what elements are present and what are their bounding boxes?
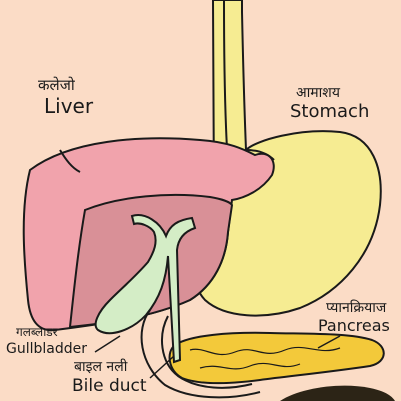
pancreas [168, 331, 385, 385]
intestine-shadow [280, 385, 395, 401]
pancreas-leader [317, 335, 341, 349]
gallbladder-label-hindi: गलब्लाडर [16, 325, 58, 339]
liver-notch [59, 149, 81, 173]
pancreas-label-hindi: प्यानक्रियाज [326, 300, 387, 316]
stomach-label-hindi: आमाशय [296, 85, 340, 101]
pancreas-texture [189, 346, 341, 370]
bile-duct-label-hindi: बाइल नली [74, 359, 128, 375]
gallbladder-leader [94, 335, 121, 353]
pancreas-label: Pancreas [318, 316, 390, 335]
liver-label: Liver [44, 94, 94, 118]
bileduct-leader [149, 355, 175, 379]
gallbladder-label: Gullbladder [6, 341, 87, 357]
stomach-label: Stomach [290, 101, 370, 122]
duodenum-inner [161, 315, 253, 389]
liver-label-hindi: कलेजो [38, 76, 75, 94]
bile-duct-system [94, 214, 197, 364]
duodenum [140, 309, 261, 399]
bile-duct-label: Bile duct [72, 376, 147, 396]
